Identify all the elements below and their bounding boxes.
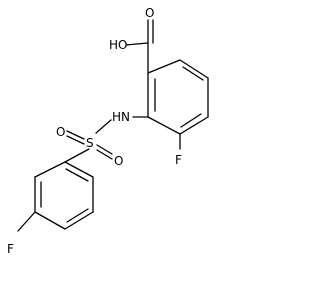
fluorine-right-label: F	[175, 153, 182, 167]
benzoic-acid-ring	[147, 59, 209, 135]
sulfur-label: S	[86, 136, 94, 150]
fluorophenyl-ring	[34, 161, 94, 230]
sulfonyl-oxygen-left-label: O	[56, 125, 65, 139]
sulfonyl-oxygen-right-label: O	[114, 154, 123, 168]
nh-label: HN	[112, 110, 130, 124]
chemical-structure: HO O F HN S O O	[7, 6, 209, 256]
fluoro-right-group: F	[175, 133, 182, 167]
carbonyl-oxygen-label: O	[145, 6, 154, 20]
fluorine-left-label: F	[7, 242, 14, 256]
hydroxyl-label: HO	[109, 38, 127, 52]
carboxylic-acid-group: HO O	[109, 6, 154, 74]
structure-canvas: HO O F HN S O O	[7, 6, 209, 256]
fluoro-left-group: F	[7, 211, 36, 256]
sulfonamide-linker: HN S O O	[56, 110, 149, 168]
